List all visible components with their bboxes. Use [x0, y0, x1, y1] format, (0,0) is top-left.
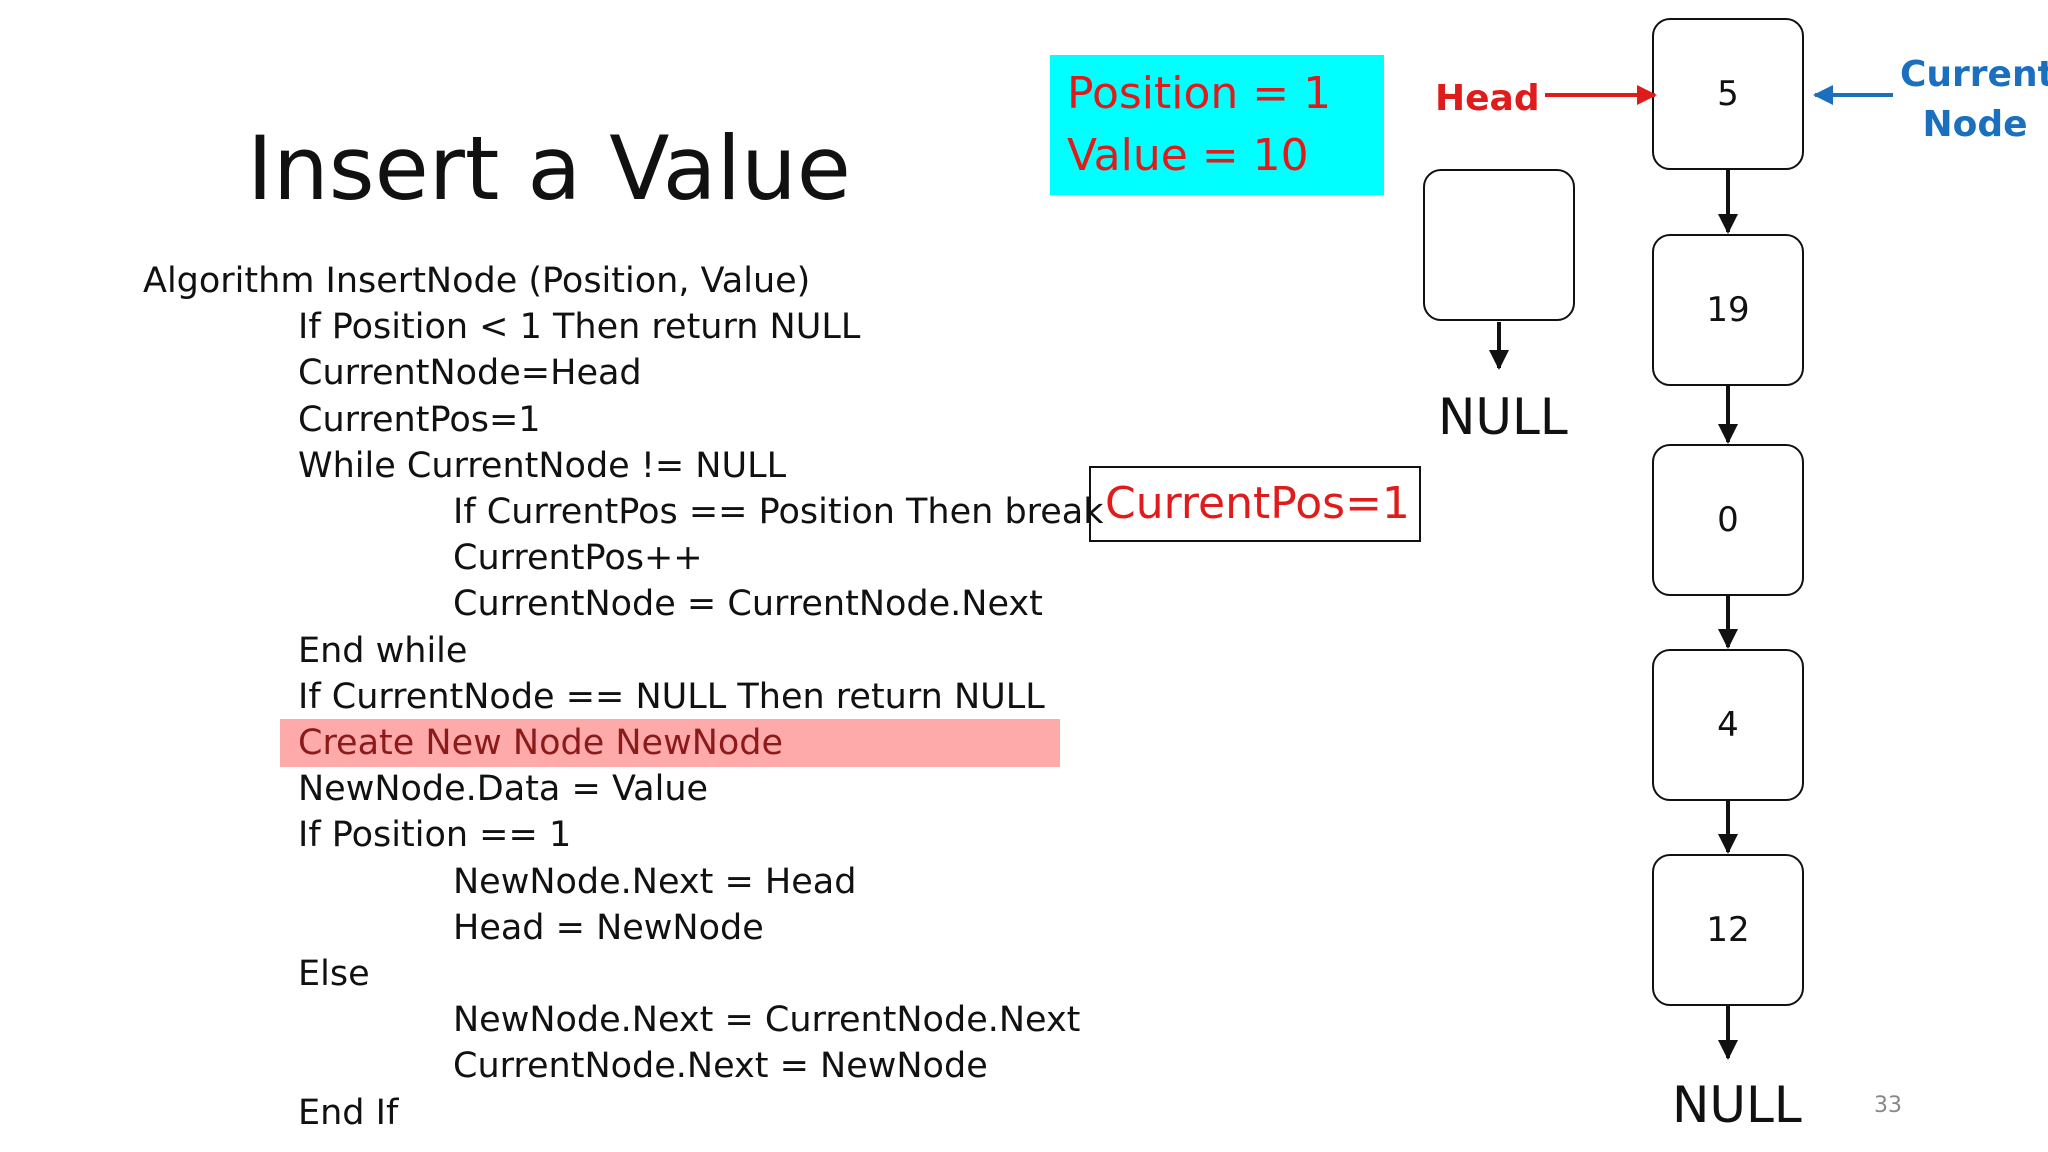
code-line: NewNode.Next = CurrentNode.Next [453, 1000, 1081, 1041]
list-null-label: NULL [1672, 1076, 1802, 1134]
value-param: Value = 10 [1067, 130, 1309, 181]
current-node-label-line2: Node [1922, 104, 2028, 145]
code-line: NewNode.Data = Value [298, 769, 709, 810]
current-pos-text: CurrentPos=1 [1105, 478, 1410, 529]
list-node: 5 [1652, 18, 1804, 170]
current-pos-box: CurrentPos=1 [1089, 466, 1421, 542]
code-line: While CurrentNode != NULL [298, 445, 787, 486]
code-line: NewNode.Next = Head [453, 861, 857, 902]
code-line: Head = NewNode [453, 907, 764, 948]
slide-title: Insert a Value [247, 117, 851, 220]
position-param: Position = 1 [1067, 68, 1332, 119]
list-node: 19 [1652, 234, 1804, 386]
page-number: 33 [1874, 1093, 1902, 1118]
code-line: If Position == 1 [298, 815, 572, 856]
code-line: If CurrentPos == Position Then break [453, 492, 1104, 532]
code-line: CurrentNode = CurrentNode.Next [453, 584, 1043, 625]
code-line: If Position < 1 Then return NULL [298, 307, 861, 348]
code-line: CurrentPos=1 [298, 399, 541, 440]
current-node-label-line1: Current [1900, 54, 2048, 95]
code-line: CurrentPos++ [453, 538, 703, 579]
list-node: 4 [1652, 649, 1804, 801]
code-highlight-bar [280, 719, 1060, 767]
head-label: Head [1435, 78, 1540, 119]
code-line: End If [298, 1092, 399, 1133]
list-node: 12 [1652, 854, 1804, 1006]
code-line: Else [298, 954, 370, 994]
list-node: 0 [1652, 444, 1804, 596]
code-line-highlighted: Create New Node NewNode [298, 723, 784, 763]
code-line: CurrentNode=Head [298, 353, 642, 394]
code-line: Algorithm InsertNode (Position, Value) [143, 261, 811, 301]
current-node-label: Current Node [1900, 50, 2048, 150]
code-line: If CurrentNode == NULL Then return NULL [298, 676, 1045, 717]
new-node-null-label: NULL [1438, 388, 1568, 446]
params-box: Position = 1 Value = 10 [1050, 55, 1384, 195]
code-line: CurrentNode.Next = NewNode [453, 1046, 988, 1087]
new-node-box [1423, 169, 1575, 321]
code-line: End while [298, 630, 468, 671]
